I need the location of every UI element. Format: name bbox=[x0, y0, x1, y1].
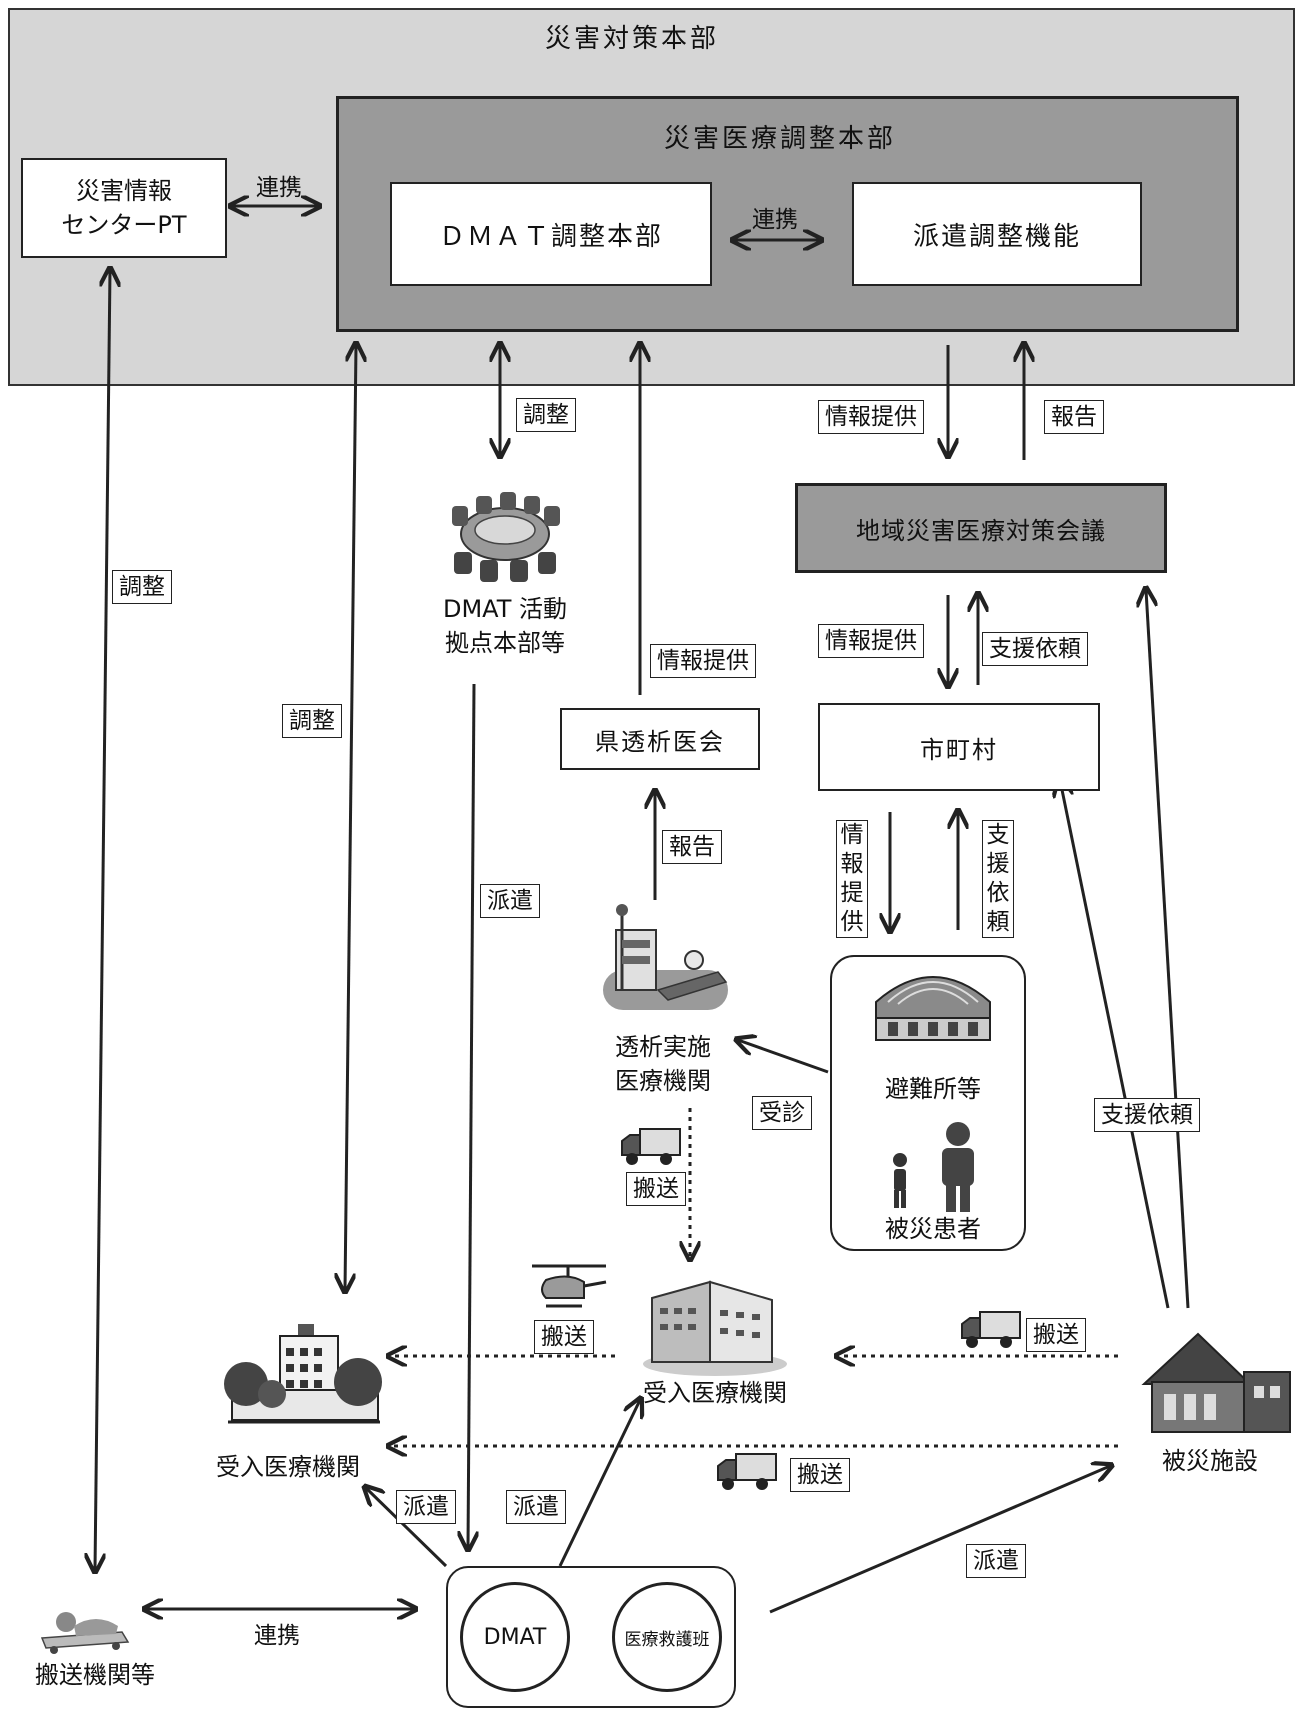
shelter-gym-icon bbox=[875, 976, 991, 1041]
receiving-hospital-left-caption: 受入医療機関 bbox=[216, 1453, 360, 1481]
patients-figure-icon bbox=[893, 1122, 974, 1212]
disaster-hq-title: 災害対策本部 bbox=[545, 24, 720, 54]
dispatch-label-dmat-base: 派遣 bbox=[480, 884, 540, 918]
support-request-label-facility: 支援依頼 bbox=[1094, 1098, 1200, 1132]
dispatch-label-center: 派遣 bbox=[506, 1490, 566, 1524]
info-provision-label-top: 情報提供 bbox=[818, 400, 924, 434]
dmat-circle: DMAT bbox=[460, 1582, 570, 1692]
chosei-label-left: 調整 bbox=[112, 570, 172, 604]
transport-truck-icon bbox=[621, 1128, 681, 1165]
medical-relief-team-circle: 医療救護班 bbox=[612, 1582, 722, 1692]
dispatch-label-right: 派遣 bbox=[966, 1544, 1026, 1578]
dialysis-patient-icon bbox=[603, 904, 728, 1010]
link-dmat-to-left-hospital bbox=[366, 1488, 448, 1568]
prefectural-dialysis-association-box: 県透析医会 bbox=[560, 708, 760, 770]
link-info-center-to-transport bbox=[95, 270, 110, 1570]
medical-coordination-hq-title: 災害医療調整本部 bbox=[664, 124, 897, 154]
affected-facility-icon bbox=[1141, 1332, 1291, 1433]
affected-facility-caption: 被災施設 bbox=[1162, 1447, 1258, 1475]
support-request-vertical-label: 支 援 依 頼 bbox=[982, 820, 1014, 938]
chosei-label-mid: 調整 bbox=[282, 704, 342, 738]
helicopter-icon bbox=[532, 1264, 607, 1308]
patients-caption: 被災患者 bbox=[885, 1215, 981, 1243]
dialysis-institution-caption: 透析実施 医療機関 bbox=[615, 1033, 711, 1095]
dispatch-label-left: 派遣 bbox=[396, 1490, 456, 1524]
link-hq-to-left-hospital bbox=[345, 345, 356, 1290]
transport-org-caption: 搬送機関等 bbox=[35, 1661, 155, 1689]
truck-icon-right bbox=[961, 1311, 1021, 1348]
report-label-top: 報告 bbox=[1044, 400, 1104, 434]
info-provision-label-council: 情報提供 bbox=[818, 624, 924, 658]
info-provision-label-association: 情報提供 bbox=[650, 644, 756, 678]
transport-label-dialysis: 搬送 bbox=[626, 1172, 686, 1206]
shelter-group-box bbox=[830, 955, 1026, 1251]
disaster-info-center-box: 災害情報 センターPT bbox=[21, 158, 227, 258]
renkei-label-info-center: 連携 bbox=[256, 175, 302, 201]
receiving-hospital-left-icon bbox=[224, 1324, 382, 1424]
ambulance-stretcher-icon bbox=[40, 1612, 130, 1654]
receiving-hospital-center-icon bbox=[643, 1280, 787, 1376]
info-provision-vertical-label: 情 報 提 供 bbox=[836, 820, 868, 938]
support-request-label-council: 支援依頼 bbox=[982, 632, 1088, 666]
transport-label-helicopter: 搬送 bbox=[534, 1320, 594, 1354]
meeting-room-icon bbox=[452, 492, 560, 582]
truck-icon-bottom bbox=[717, 1453, 777, 1490]
dmat-base-caption: DMAT 活動 拠点本部等 bbox=[442, 595, 568, 657]
dispatch-coordination-box: 派遣調整機能 bbox=[852, 182, 1142, 286]
transport-label-facility-right: 搬送 bbox=[1026, 1318, 1086, 1352]
consultation-label: 受診 bbox=[752, 1096, 812, 1130]
renkei-label-dmat-dispatch: 連携 bbox=[752, 207, 798, 233]
link-shelter-to-dialysis bbox=[738, 1040, 829, 1074]
link-facility-to-municipality bbox=[1060, 780, 1170, 1309]
link-dmat-to-receiving bbox=[558, 1400, 640, 1567]
chosei-label-dmat-base: 調整 bbox=[516, 398, 576, 432]
link-dmat-to-facility bbox=[769, 1466, 1110, 1614]
link-dmat-base-to-dmat bbox=[468, 683, 474, 1548]
municipality-box: 市町村 bbox=[818, 703, 1100, 791]
link-facility-to-council bbox=[1146, 590, 1190, 1309]
dmat-coordination-hq-box: ＤＭＡＴ調整本部 bbox=[390, 182, 712, 286]
regional-disaster-council-box: 地域災害医療対策会議 bbox=[795, 483, 1167, 573]
report-label-association: 報告 bbox=[662, 830, 722, 864]
receiving-hospital-center-caption: 受入医療機関 bbox=[643, 1379, 787, 1407]
transport-label-bottom: 搬送 bbox=[790, 1458, 850, 1492]
shelter-caption: 避難所等 bbox=[885, 1075, 981, 1103]
renkei-label-transport: 連携 bbox=[254, 1623, 300, 1649]
